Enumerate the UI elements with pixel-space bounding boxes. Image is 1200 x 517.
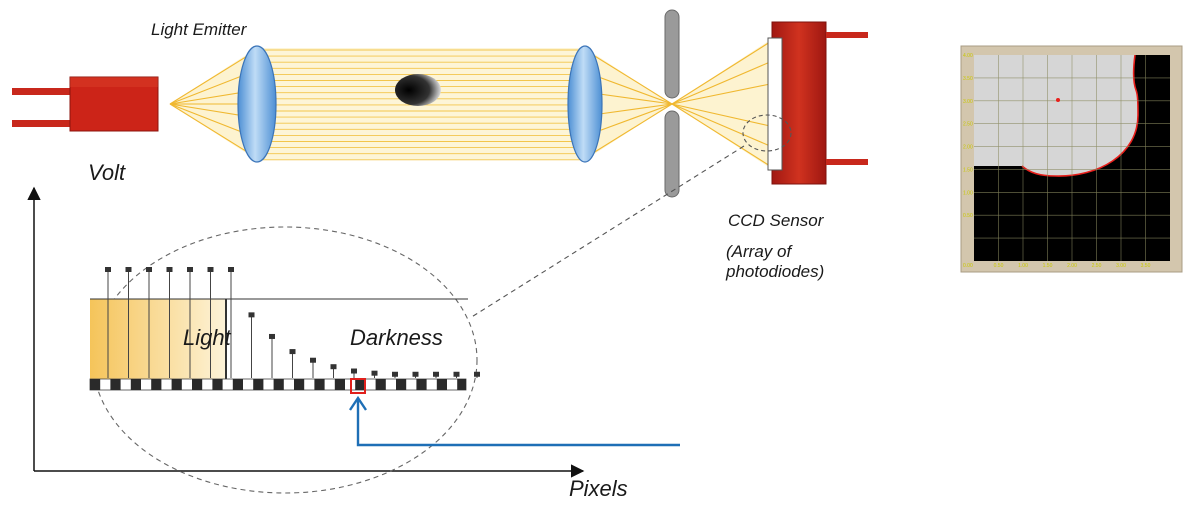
object-silhouette: [974, 55, 1138, 177]
inset-y-tick: 2.50: [963, 122, 973, 128]
pixel-cell: [375, 379, 386, 390]
inset-y-tick: 2.00: [963, 145, 973, 151]
ccd-sensor-device: [767, 21, 868, 185]
inset-x-tick: 3.50: [1141, 263, 1151, 269]
signal-stem-cap: [105, 267, 111, 272]
inset-x-tick: 2.00: [1067, 263, 1077, 269]
zoom-connector-line: [469, 145, 745, 319]
signal-stem-cap: [248, 312, 255, 318]
light-label: Light: [183, 325, 231, 350]
selected-pixel-highlight: [350, 378, 366, 394]
pixel-cell: [110, 379, 121, 390]
signal-stem-cap: [166, 267, 173, 272]
inset-y-tick: 3.00: [963, 99, 973, 105]
photodiode-array-label: (Array of photodiodes): [726, 242, 825, 281]
signal-stem-cap: [412, 371, 419, 377]
inset-origin-tick: 0.00: [963, 263, 973, 269]
pixel-cell: [90, 379, 101, 390]
signal-stem-cap: [351, 368, 357, 374]
collimating-lens: [237, 45, 277, 163]
inset-x-tick: 2.50: [1092, 263, 1102, 269]
signal-stem-cap: [228, 267, 234, 272]
signal-stem-cap: [453, 371, 460, 377]
signal-stem-cap: [289, 349, 296, 355]
pixel-cell: [232, 379, 243, 390]
volt-axis-label: Volt: [88, 160, 126, 185]
signal-stem-cap: [371, 370, 378, 376]
pixel-cell: [314, 379, 325, 390]
pixel-cell: [294, 379, 305, 390]
edge-detection-inset: 0.50 1.00 1.50 2.00 2.50 3.00 3.50 4.00 3.50 3.00…: [960, 45, 1183, 273]
inset-y-tick: 0.50: [963, 213, 973, 219]
light-emitter-device: [12, 76, 159, 132]
zoom-marker: [742, 114, 792, 152]
inset-x-tick: 3.00: [1116, 263, 1126, 269]
ccd-sensor-label: CCD Sensor: [728, 211, 824, 230]
pixel-cell: [212, 379, 223, 390]
center-point: [1056, 98, 1060, 102]
pixel-cell: [396, 379, 407, 390]
pixel-cell: [273, 379, 284, 390]
darkness-label: Darkness: [350, 325, 443, 350]
signal-stem-cap: [125, 267, 132, 272]
signal-outline: [90, 298, 468, 379]
inset-x-tick: 0.50: [994, 263, 1004, 269]
inset-y-tick: 4.00: [963, 53, 973, 59]
inset-x-tick: 1.00: [1018, 263, 1028, 269]
photodiode-array: [767, 37, 783, 171]
measured-object: [395, 74, 441, 106]
slit-aperture: [664, 9, 680, 198]
signal-stem-cap: [392, 371, 398, 377]
pixel-cell: [130, 379, 141, 390]
signal-stem-cap: [433, 371, 439, 377]
focusing-lens: [567, 45, 603, 163]
signal-stem-cap: [474, 371, 480, 377]
signal-stem-cap: [330, 364, 337, 370]
pixel-cell: [192, 379, 203, 390]
signal-stem-cap: [207, 267, 214, 272]
inset-y-tick: 3.50: [963, 76, 973, 82]
pixel-cell: [436, 379, 447, 390]
signal-stem-cap: [310, 357, 316, 363]
pixel-strip: [89, 378, 467, 391]
detected-edge-curve: [1021, 55, 1139, 177]
light-region: [90, 299, 226, 379]
signal-stem-cap: [187, 267, 193, 272]
inset-y-tick: 1.50: [963, 167, 973, 173]
pixel-cell: [457, 379, 466, 390]
signal-axes: [27, 186, 585, 478]
inset-y-tick: 1.00: [963, 190, 973, 196]
pixels-axis-label: Pixels: [569, 476, 628, 501]
pixel-cell: [151, 379, 162, 390]
pixel-cell: [355, 379, 366, 390]
pixel-cell: [334, 379, 345, 390]
pixel-cell: [171, 379, 182, 390]
pixel-probe-line: [349, 395, 680, 447]
light-emitter-label: Light Emitter: [151, 20, 247, 39]
signal-stem-cap: [146, 267, 152, 272]
photodiode-signal-stems: [105, 267, 480, 378]
inset-x-tick: 1.50: [1043, 263, 1053, 269]
pixel-cell: [416, 379, 427, 390]
pixel-cell: [253, 379, 264, 390]
signal-stem-cap: [269, 333, 275, 339]
